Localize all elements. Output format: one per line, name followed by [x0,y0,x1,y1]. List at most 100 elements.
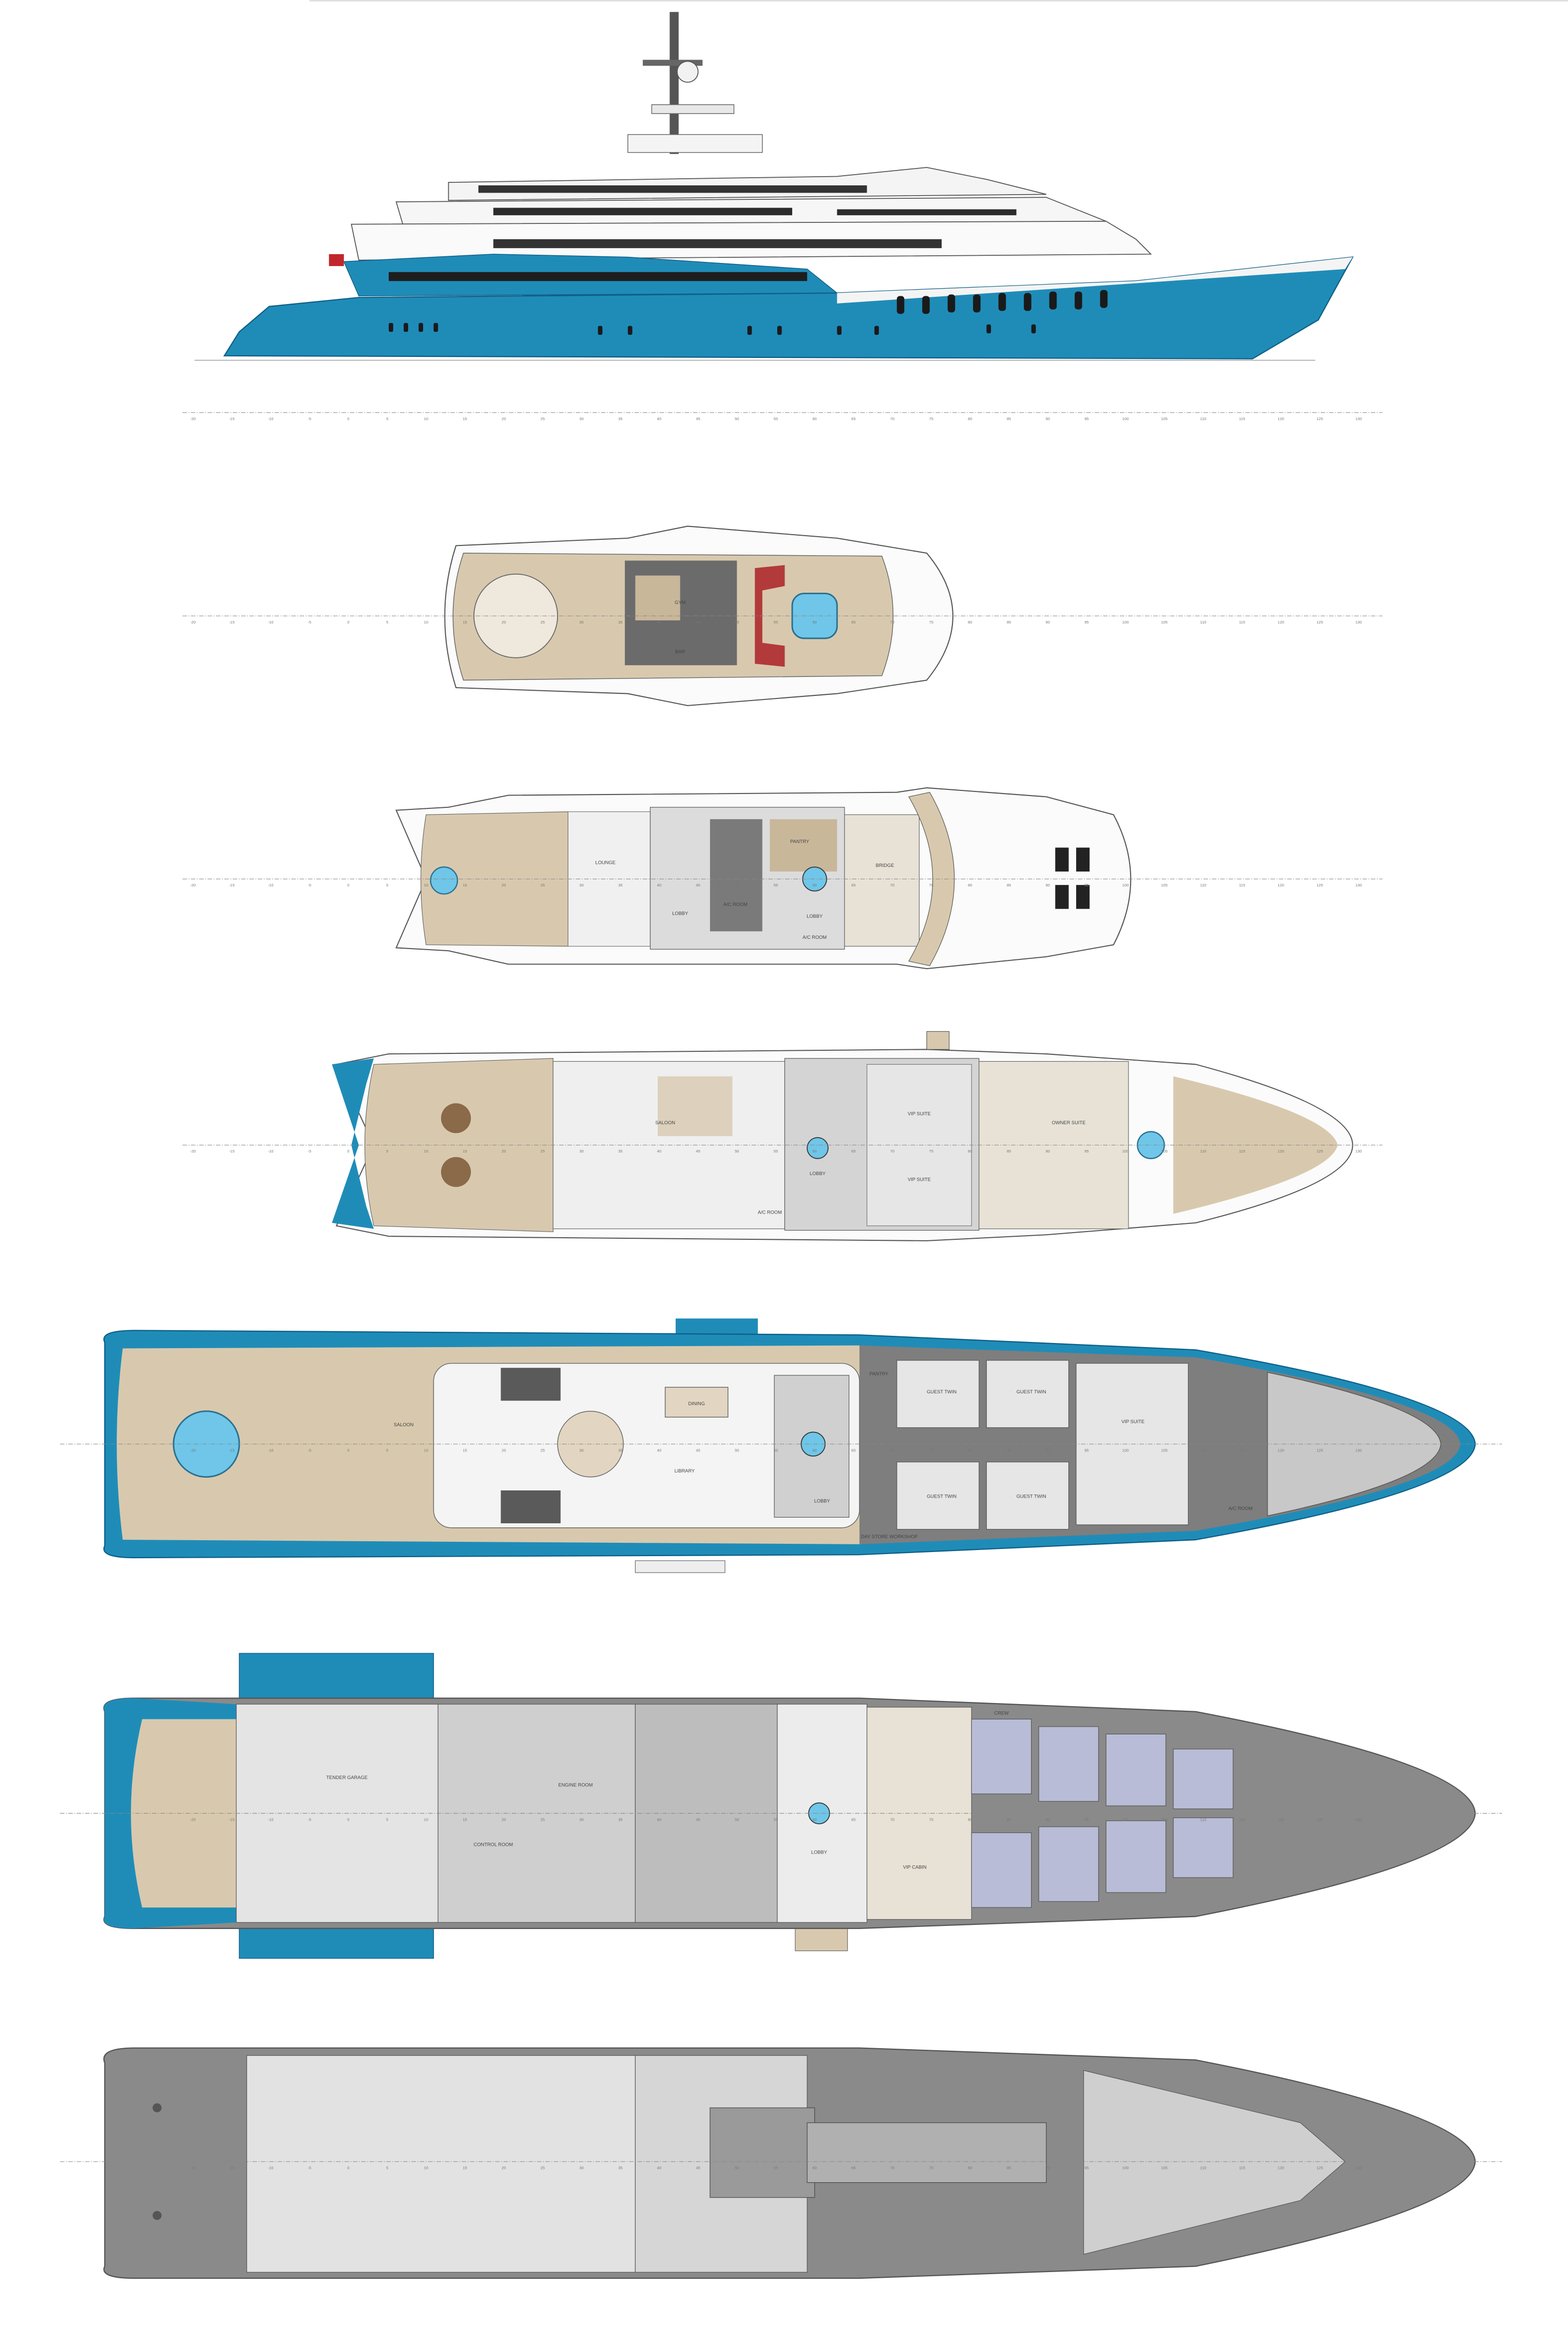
frame-number: 115 [1239,1448,1245,1452]
frame-number: 115 [1239,620,1245,625]
frame-number: 115 [1239,2165,1245,2170]
frame-number: 80 [968,1448,972,1452]
frame-number: 75 [929,620,933,625]
frame-number: 80 [968,417,972,421]
room-label: GUEST TWIN [927,1389,957,1394]
room-label: PANTRY [869,1371,888,1376]
room-label: LOBBY [672,911,688,916]
flag [329,254,344,267]
frame-number: 65 [851,1817,855,1822]
lower-deck-plan: TENDER GARAGE ENGINE ROOM CONTROL ROOM L… [60,1653,1502,1959]
frame-number: 40 [657,620,661,625]
frame-number: -20 [190,1817,196,1822]
frame-number: 35 [618,417,622,421]
frame-number: -15 [229,1149,235,1154]
frame-number: 105 [1161,1448,1168,1452]
frame-number: 40 [657,883,661,887]
frame-number: 35 [618,620,622,625]
frame-number: 105 [1161,883,1168,887]
bar-seating [755,565,785,667]
frame-number: 70 [890,417,894,421]
frame-number: -5 [308,883,311,887]
frame-number: 45 [696,417,700,421]
frame-number: 70 [890,1448,894,1452]
frame-number: 130 [1355,1817,1362,1822]
frame-number: -20 [190,883,196,887]
frame-number: 0 [347,417,349,421]
frame-number: 10 [424,1448,428,1452]
room-label: A/C ROOM [758,1210,782,1215]
frame-number: 5 [386,1817,388,1822]
frame-number: 90 [1046,417,1050,421]
frame-number: 20 [502,620,506,625]
frame-number: 20 [502,2165,506,2170]
room-label: LOBBY [811,1849,827,1855]
frame-number: 115 [1239,417,1245,421]
frame-number: 75 [929,2165,933,2170]
room-label: VIP CABIN [903,1864,927,1869]
frame-number: 85 [1007,1817,1011,1822]
frame-number: 130 [1355,417,1362,421]
boarding-ladder [635,1560,725,1573]
frame-number: 40 [657,417,661,421]
frame-number: 15 [463,2165,467,2170]
upper-deck-plan: SALOON LOBBY A/C ROOM VIP SUITE VIP SUIT… [182,1031,1383,1241]
frame-number: 65 [851,1448,855,1452]
frame-number: -5 [308,1817,311,1822]
frame-number: 10 [424,1817,428,1822]
frame-number: 80 [968,620,972,625]
frame-number: 95 [1084,417,1088,421]
frame-number: 125 [1316,1149,1323,1154]
frame-number: 85 [1007,1448,1011,1452]
mast [627,12,763,154]
frame-number: 25 [541,2165,545,2170]
frame-number: 130 [1355,2165,1362,2170]
room-label: DINING [688,1401,705,1406]
frame-number: 0 [347,883,349,887]
frame-number: 15 [463,417,467,421]
frame-number: -5 [308,620,311,625]
frame-number: 65 [851,2165,855,2170]
frame-number: 30 [579,883,583,887]
frame-number: 125 [1316,417,1323,421]
room-label: OWNER SUITE [1052,1120,1086,1125]
room-label: GUEST TWIN [927,1494,957,1499]
frame-number: 55 [774,1448,778,1452]
frame-number: 120 [1278,417,1285,421]
frame-number: 100 [1122,1817,1129,1822]
frame-number: 55 [774,1817,778,1822]
frame-number: 110 [1200,2165,1206,2170]
frame-number: 105 [1161,2165,1168,2170]
frame-number: -20 [190,1149,196,1154]
frame-number: 130 [1355,1149,1362,1154]
frame-number: -10 [268,883,274,887]
frame-number: 110 [1200,1448,1206,1452]
frame-number: 0 [347,1448,349,1452]
frame-number: 105 [1161,1817,1168,1822]
frame-number: 50 [735,620,739,625]
frame-number: 60 [812,1149,816,1154]
frame-number: 30 [579,1149,583,1154]
room-label: GUEST TWIN [1017,1494,1046,1499]
frame-number: 70 [890,883,894,887]
frame-number: 100 [1122,1448,1129,1452]
frame-number: 10 [424,620,428,625]
frame-number: 60 [812,883,816,887]
top-deck-windows [478,185,867,193]
frame-number: 70 [890,1817,894,1822]
frame-number: 40 [657,1149,661,1154]
frame-number: 125 [1316,883,1323,887]
frame-number: 90 [1046,620,1050,625]
frame-number: 130 [1355,1448,1362,1452]
bridge-deck-plan: LOUNGE LOBBY A/C ROOM PANTRY LOBBY A/C R… [182,787,1383,970]
jacuzzi [430,866,458,895]
frame-number: 55 [774,883,778,887]
frame-number: 85 [1007,883,1011,887]
frame-number: 80 [968,1817,972,1822]
frame-number: -15 [229,417,235,421]
frame-number: 0 [347,1149,349,1154]
frame-number: 65 [851,417,855,421]
frame-number: 25 [541,883,545,887]
